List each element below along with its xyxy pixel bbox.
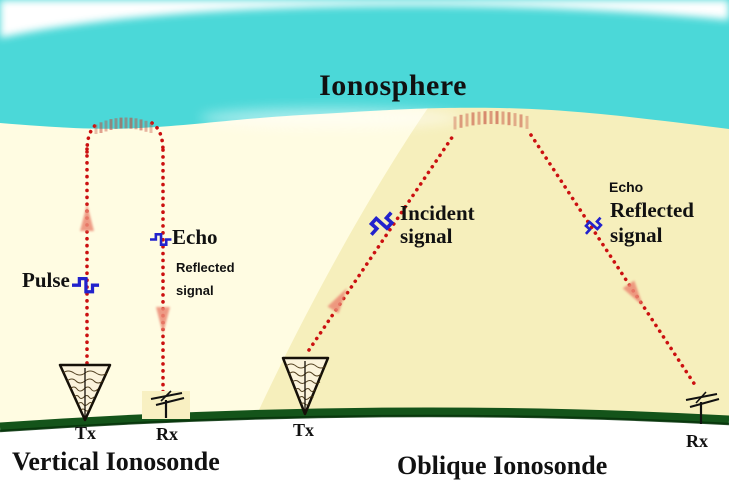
incident-line1: Incident: [400, 201, 475, 225]
rx-label-vertical: Rx: [156, 424, 178, 444]
sky-top-white: [0, 0, 729, 38]
rx-antenna-right-icon: [685, 391, 720, 424]
oblique-uplink-arrow-icon: [327, 288, 347, 314]
reflected-line1: Reflected: [176, 260, 235, 275]
oblique-ionosonde-caption: Oblique Ionosonde: [397, 451, 608, 480]
incident-signal-label: Incident signal: [400, 202, 475, 248]
tx-antenna-left-icon: [58, 363, 112, 422]
oblique-uplink-path: [307, 131, 457, 352]
reflected-line1: Reflected: [610, 198, 694, 222]
oblique-downlink-arrow-icon: [622, 280, 643, 306]
incident-line2: signal: [400, 224, 453, 248]
vertical-ionosonde-caption: Vertical Ionosonde: [12, 447, 220, 476]
vertical-apex-hatch: [94, 117, 153, 134]
rx-antenna-left-icon: [142, 390, 190, 419]
earth-surface: [0, 407, 729, 433]
reflected-line2: signal: [610, 223, 663, 247]
rx-label-oblique: Rx: [686, 431, 708, 451]
echo-label-oblique: Echo: [609, 179, 644, 195]
downlink-arrow-icon: [156, 307, 170, 334]
tx-label-oblique: Tx: [293, 420, 315, 440]
pulse-label: Pulse: [22, 268, 70, 292]
ionosphere-label: Ionosphere: [319, 69, 467, 102]
echo-waveform-right-icon: [584, 216, 603, 235]
incident-waveform-icon: [368, 211, 395, 236]
oblique-downlink-path: [529, 133, 699, 390]
sky-right-region: [258, 88, 729, 420]
echo-waveform-left-icon: [150, 233, 172, 247]
tx-antenna-right-icon: [281, 356, 330, 416]
tx-label-vertical: Tx: [75, 423, 97, 443]
ionosphere-band: [0, 0, 729, 129]
oblique-apex-hatch: [453, 111, 529, 130]
uplink-arrow-icon: [80, 204, 94, 231]
reflected-signal-label-oblique: Reflected signal: [610, 198, 694, 248]
ionosphere-glow: [200, 108, 460, 128]
pulse-waveform-icon: [72, 277, 100, 294]
echo-label-vertical: Echo: [172, 225, 218, 249]
reflected-line2: signal: [176, 283, 214, 298]
reflected-signal-label-vertical: Reflected signal: [176, 256, 235, 302]
